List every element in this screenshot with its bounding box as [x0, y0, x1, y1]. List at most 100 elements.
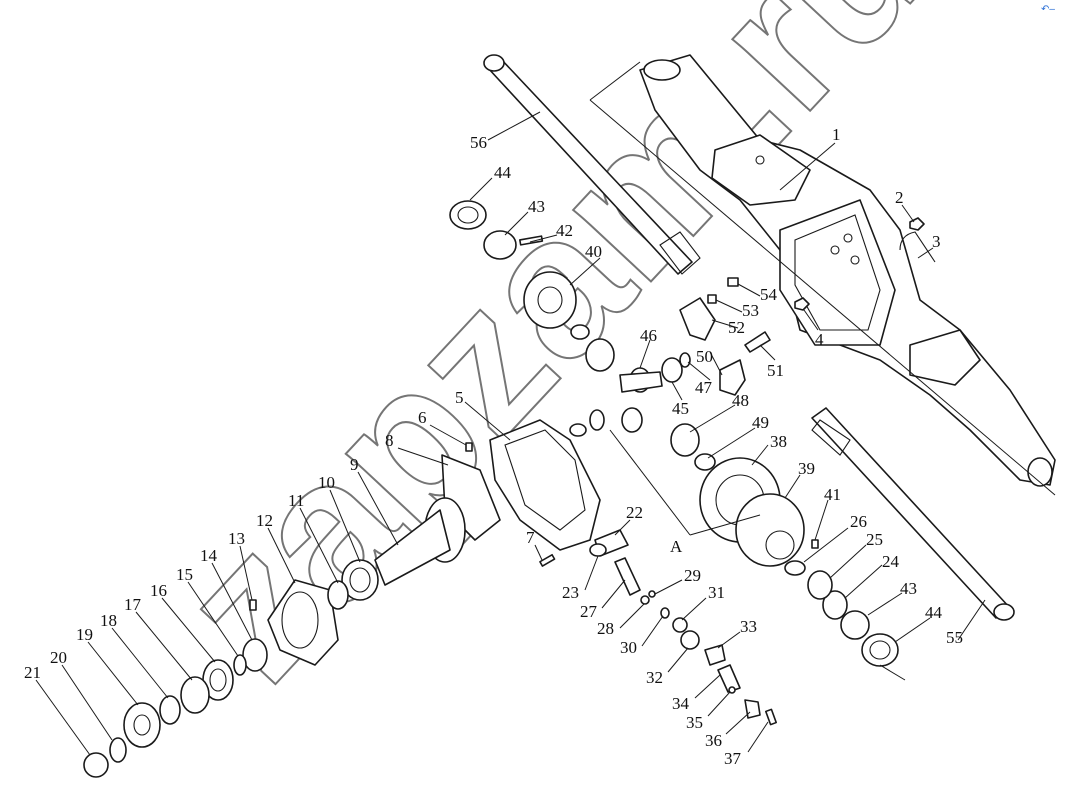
differential-case — [735, 493, 805, 567]
callout-7: 7 — [526, 528, 535, 547]
callout-43-lower: 43 — [900, 579, 917, 598]
callout-8: 8 — [385, 431, 394, 450]
callout-29: 29 — [684, 566, 701, 585]
callout-50: 50 — [696, 347, 713, 366]
callout-26: 26 — [850, 512, 867, 531]
callout-14: 14 — [200, 546, 218, 565]
callout-27: 27 — [580, 602, 598, 621]
hose-3 — [899, 231, 936, 263]
callout-3: 3 — [932, 232, 941, 251]
cross-spider — [619, 371, 663, 393]
detail-label-a: A — [670, 537, 683, 556]
callout-47: 47 — [695, 378, 713, 397]
differential-case-half — [523, 271, 577, 329]
callout-31: 31 — [708, 583, 725, 602]
axle-housing — [639, 54, 1056, 487]
callout-37: 37 — [724, 749, 742, 768]
callout-21: 21 — [24, 663, 41, 682]
callout-18: 18 — [100, 611, 117, 630]
ring-a — [570, 324, 590, 340]
nut-31 — [672, 617, 688, 633]
callout-10: 10 — [318, 473, 335, 492]
callout-24: 24 — [882, 552, 900, 571]
sleeve-32 — [680, 630, 700, 650]
callout-15: 15 — [176, 565, 193, 584]
flange-19 — [123, 702, 161, 748]
callout-5: 5 — [455, 388, 464, 407]
washer-26 — [784, 560, 806, 576]
plate-33 — [704, 644, 726, 666]
gear-c — [589, 409, 605, 431]
callout-46: 46 — [640, 326, 657, 345]
callout-2: 2 — [895, 188, 904, 207]
nut-53 — [707, 294, 717, 304]
callout-55: 55 — [946, 628, 963, 647]
callout-11: 11 — [288, 491, 304, 510]
axle-shaft-55 — [811, 407, 1015, 621]
callout-56: 56 — [470, 133, 487, 152]
callout-33: 33 — [740, 617, 757, 636]
washer-18 — [159, 695, 181, 725]
callout-40: 40 — [585, 242, 602, 261]
callout-51: 51 — [767, 361, 784, 380]
washer-47 — [679, 352, 691, 368]
bolt-7 — [539, 553, 556, 567]
drive-pinion — [374, 497, 466, 586]
pinion-gear-a — [621, 407, 643, 433]
callout-12: 12 — [256, 511, 273, 530]
seal-17 — [180, 676, 210, 714]
link-icon[interactable]: ↶– — [1041, 4, 1055, 15]
callout-49: 49 — [752, 413, 769, 432]
callout-42: 42 — [556, 221, 573, 240]
callout-19: 19 — [76, 625, 93, 644]
washer-20 — [109, 737, 127, 763]
callout-41: 41 — [824, 485, 841, 504]
callout-45: 45 — [672, 399, 689, 418]
callout-44-lower: 44 — [925, 603, 943, 622]
bearing-10 — [341, 559, 379, 601]
side-gear-48 — [670, 423, 700, 457]
bolt-13 — [249, 599, 257, 611]
callout-9: 9 — [350, 455, 359, 474]
callout-22: 22 — [626, 503, 643, 522]
bearing-43-upper — [483, 230, 517, 260]
callout-54: 54 — [760, 285, 778, 304]
washer-15 — [233, 654, 247, 676]
pin-51 — [744, 331, 771, 353]
callout-34: 34 — [672, 694, 690, 713]
nut-54 — [727, 277, 739, 287]
bracket-50 — [719, 359, 746, 396]
spacer-14 — [242, 638, 268, 672]
bracket-52 — [679, 297, 716, 341]
callout-25: 25 — [866, 530, 883, 549]
callout-32: 32 — [646, 668, 663, 687]
gear-45 — [661, 357, 683, 383]
callout-52: 52 — [728, 318, 745, 337]
callout-23: 23 — [562, 583, 579, 602]
pin-35 — [728, 686, 736, 694]
callouts: 1 2 3 4 5 6 7 8 9 10 11 12 13 14 15 16 1 — [24, 111, 986, 768]
callout-6: 6 — [418, 408, 427, 427]
gear-24 — [822, 590, 848, 620]
callout-35: 35 — [686, 713, 703, 732]
bolt-37 — [764, 708, 778, 726]
washer-49 — [694, 453, 716, 471]
callout-44: 44 — [494, 163, 512, 182]
bolt-41 — [811, 539, 819, 549]
shaft-27 — [614, 557, 641, 596]
callout-28: 28 — [597, 619, 614, 638]
ring-b — [569, 423, 587, 437]
spring-23 — [589, 543, 607, 557]
callout-16: 16 — [150, 581, 167, 600]
nut-4 — [794, 297, 810, 311]
bolt-6 — [465, 442, 473, 452]
carrier-housing — [489, 419, 601, 551]
callout-13: 13 — [228, 529, 245, 548]
ring-44-lower — [861, 633, 899, 667]
callout-39: 39 — [798, 459, 815, 478]
callout-43: 43 — [528, 197, 545, 216]
side-gear-45 — [585, 338, 615, 372]
ball-28 — [640, 595, 650, 605]
callout-30: 30 — [620, 638, 637, 657]
